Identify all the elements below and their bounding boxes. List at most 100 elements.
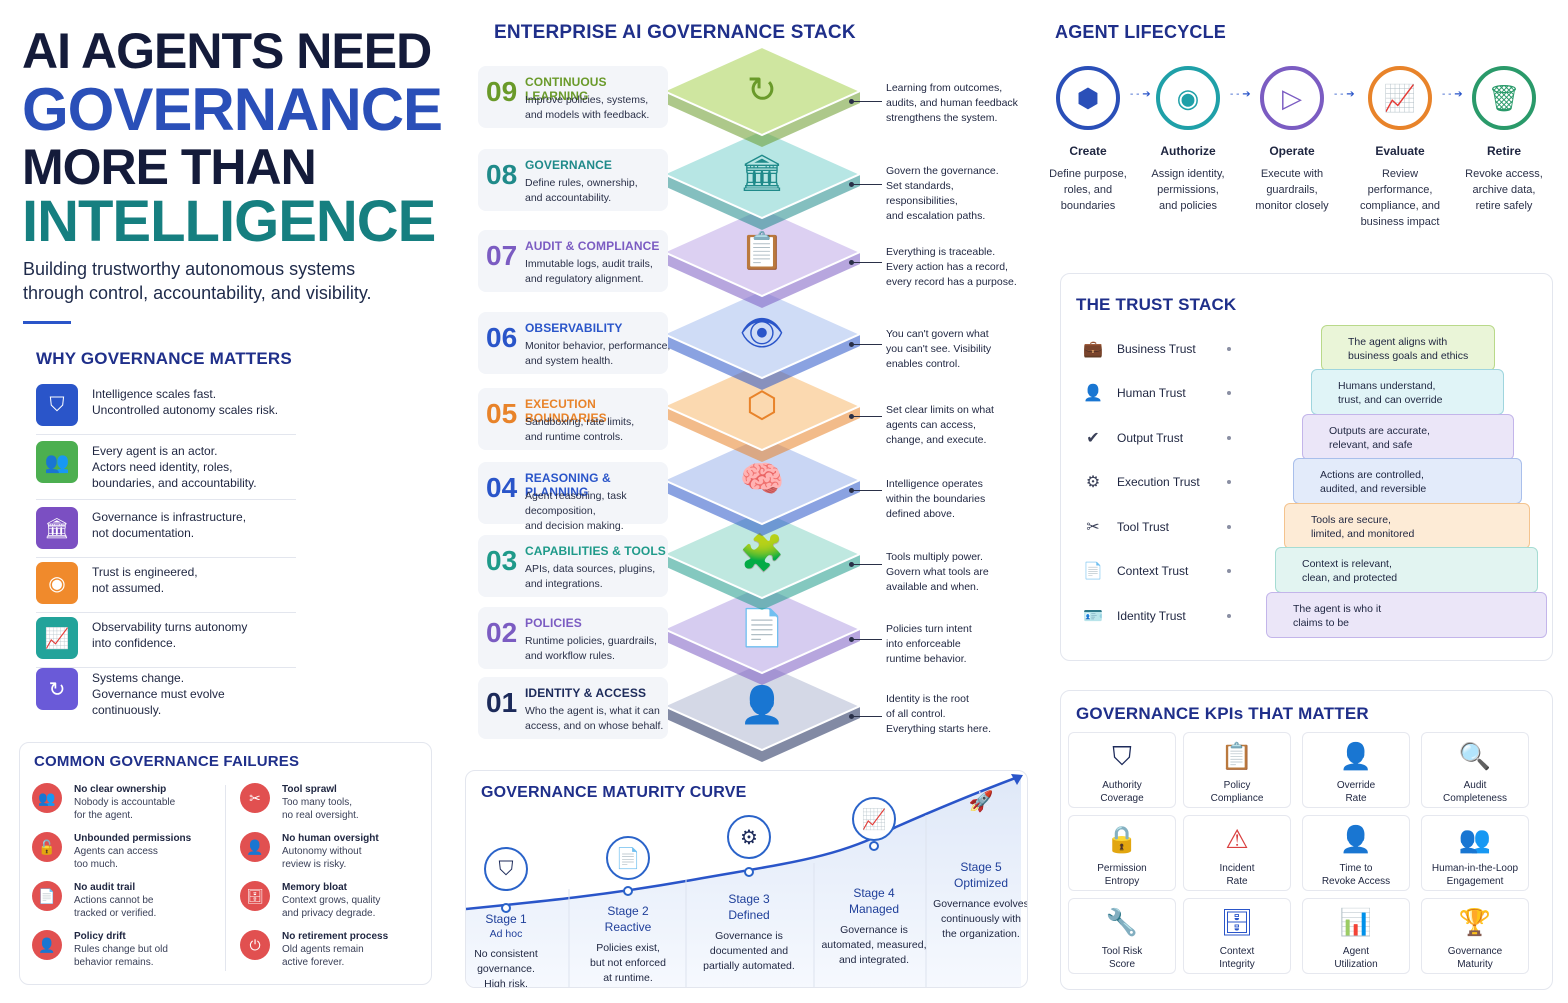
trust-bar-line: limited, and monitored: [1311, 528, 1415, 540]
kpi-label-line: Compliance: [1210, 793, 1264, 804]
layer-annotation: Tools multiply power.Govern what tools a…: [886, 550, 1026, 595]
failures-title: COMMON GOVERNANCE FAILURES: [34, 753, 300, 770]
failure-title: No audit trail: [74, 882, 136, 893]
layer-description: Agent reasoning, task decomposition,and …: [525, 489, 673, 534]
why-line: Trust is engineered,: [92, 565, 198, 579]
annotation-line: agents can access,: [886, 419, 976, 431]
kpi-panel: GOVERNANCE KPIs THAT MATTER: [1060, 690, 1553, 990]
trust-bar-line: relevant, and safe: [1329, 439, 1413, 451]
layer-diamond: [661, 45, 863, 147]
hero-subtitle-line-1: Building trustworthy autonomous systems: [23, 259, 356, 279]
lifecycle-desc-line: Define purpose,: [1049, 168, 1127, 180]
trust-label: Context Trust: [1117, 564, 1189, 578]
why-line: not assumed.: [92, 581, 165, 595]
annotation-line: Everything is traceable.: [886, 246, 996, 258]
trust-bar-line: The agent is who it: [1293, 603, 1382, 615]
trust-row: 🪪Identity Trust: [1083, 606, 1243, 626]
stage-name: Reactive: [604, 920, 652, 934]
trust-dot: [1227, 347, 1231, 351]
people-icon: 👥: [1458, 824, 1492, 854]
trust-row: ✂Tool Trust: [1083, 517, 1243, 537]
annotation-line: every record has a purpose.: [886, 276, 1017, 288]
stage-name: Defined: [728, 908, 770, 922]
annotation-line: defined above.: [886, 508, 955, 520]
layer-diamond: [661, 434, 863, 536]
trust-row: ⚙Execution Trust: [1083, 472, 1243, 492]
failure-desc: Actions cannot be: [74, 895, 154, 906]
failure-title: Memory bloat: [282, 882, 348, 893]
bar-chart-icon: 📊: [1339, 907, 1373, 937]
kpi-label-line: Context: [1219, 946, 1255, 957]
lifecycle-step-desc: Revoke access,archive data,retire safely: [1454, 166, 1554, 214]
layer-desc-line: Monitor behavior, performance,: [525, 340, 671, 352]
brain-icon: 🧠: [739, 458, 785, 499]
failure-title: Unbounded permissions: [74, 833, 192, 844]
trust-bar: Outputs are accurate, relevant, and safe: [1302, 414, 1514, 460]
why-line: boundaries, and accountability.: [92, 476, 257, 490]
left-column: AI AGENTS NEED GOVERNANCE MORE THAN INTE…: [0, 0, 450, 1003]
person-icon: 👤: [240, 832, 270, 862]
trust-row: ✔ Output Trust: [1083, 428, 1243, 448]
layer-top: [661, 583, 863, 675]
document-icon: 📄: [32, 881, 62, 911]
gear-icon: ⚙: [1085, 474, 1101, 491]
kpi-label-line: Override: [1336, 780, 1376, 791]
annotation-line: Set clear limits on what: [886, 404, 994, 416]
connector-dot: [849, 562, 854, 567]
lifecycle-title: AGENT LIFECYCLE: [1055, 22, 1227, 42]
annotation-line: Everything starts here.: [886, 723, 992, 735]
connector-line: [852, 184, 882, 185]
why-item: 🏛Governance is infrastructure,not docume…: [36, 507, 296, 549]
trust-bar: Tools are secure,limited, and monitored: [1284, 503, 1530, 549]
kpi-label-line: Score: [1108, 959, 1136, 970]
database-icon: 🗄: [1220, 907, 1254, 937]
unlock-icon: 🔓: [32, 832, 62, 862]
trust-label: Output Trust: [1117, 431, 1184, 445]
lifecycle-step-desc: Assign identity,permissions,and policies: [1138, 166, 1238, 214]
stack-layer-shape: 🏛: [661, 128, 863, 232]
lifecycle-desc-line: and policies: [1158, 200, 1218, 212]
connector-line: [852, 262, 882, 263]
annotation-line: Identity is the root: [886, 693, 969, 705]
annotation-line: audits, and human feedback: [886, 97, 1018, 109]
failure-desc: no real oversight.: [282, 810, 359, 821]
layer-desc-line: access, and on whose behalf.: [525, 720, 664, 732]
trust-dot: [1227, 614, 1231, 618]
layer-desc-line: and regulatory alignment.: [525, 273, 644, 285]
hero-subtitle-line-2: through control, accountability, and vis…: [23, 283, 372, 303]
check-icon: ✔: [1086, 430, 1100, 447]
why-item: ⛉Intelligence scales fast.Uncontrolled a…: [36, 384, 296, 426]
trust-bar-line: claims to be: [1293, 617, 1350, 629]
layer-desc-line: Agent reasoning, task decomposition,: [525, 490, 627, 517]
layer-annotation: Set clear limits on what agents can acces…: [886, 403, 1026, 448]
trust-bar-line: Actions are controlled,: [1320, 469, 1424, 481]
trust-bar-line: Outputs are accurate,: [1329, 425, 1430, 437]
lifecycle-desc-line: monitor closely: [1255, 200, 1329, 212]
maturity-title: GOVERNANCE MATURITY CURVE: [481, 784, 747, 801]
kpi-label-line: Agent: [1342, 946, 1370, 957]
stage-number: Stage 3: [728, 892, 770, 906]
layer-description: Immutable logs, audit trails,and regulat…: [525, 257, 673, 287]
trust-bar-line: Context is relevant,: [1302, 558, 1392, 570]
person-minus-icon: 👤: [1339, 824, 1373, 854]
why-line: Observability turns autonomy: [92, 620, 248, 634]
connector-dot: [849, 714, 854, 719]
database-icon: 🗄: [240, 881, 270, 911]
play-icon: ▷: [1260, 66, 1324, 130]
hero-line-4: INTELLIGENCE: [22, 189, 436, 254]
